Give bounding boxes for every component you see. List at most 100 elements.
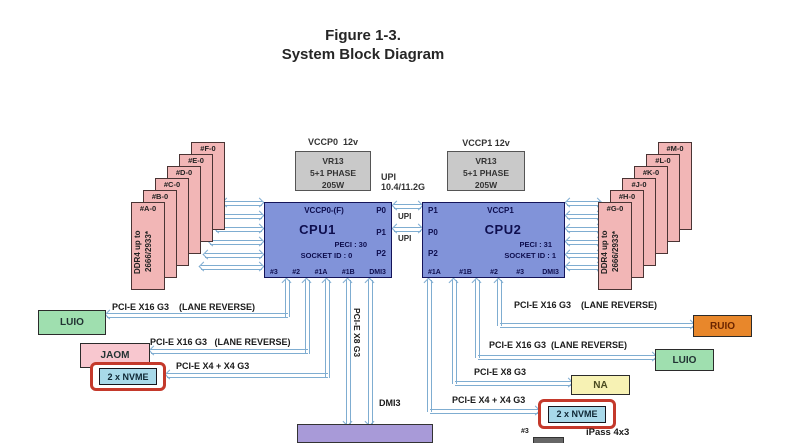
dimm-slot-label: #G-0 xyxy=(606,204,624,213)
mem-bus-right-1 xyxy=(567,201,600,206)
mem-bus-right-4 xyxy=(567,240,600,245)
dimm-slot-label: #J-0 xyxy=(631,180,647,189)
cpu2-link-na-horizontal xyxy=(455,381,571,386)
mem-bus-left-2 xyxy=(220,214,262,219)
cpu2-port: #1A xyxy=(428,269,441,276)
mem-bus-left-5 xyxy=(205,253,262,258)
cpu2-name: CPU2 xyxy=(484,222,522,237)
dmi3-label: DMI3 xyxy=(379,398,401,408)
mem-bus-left-6 xyxy=(201,265,262,270)
cpu1-name: CPU1 xyxy=(299,222,336,237)
cpu1-peci: PECI : 30 xyxy=(334,240,367,249)
cpu2-port: #1B xyxy=(459,269,472,276)
cpu1-link-nvme-vertical xyxy=(325,280,330,378)
vccp0-supply-label: VCCP0 12v xyxy=(307,137,359,147)
cpu2-port-p1: P1 xyxy=(428,206,438,215)
cpu1-port: #1A xyxy=(314,269,328,276)
dimm-slot-label: #L-0 xyxy=(655,156,671,165)
ruio-box: RUIO xyxy=(693,315,752,337)
cpu1-link-luio-horizontal xyxy=(107,313,288,318)
upi-speed: 10.4/11.2G xyxy=(381,182,426,192)
cpu2-peci: PECI : 31 xyxy=(519,240,552,249)
upi-link-2-label: UPI xyxy=(397,234,413,243)
dimm-slot-label: #K-0 xyxy=(642,168,660,177)
cpu1-port-p0: P0 xyxy=(376,206,386,215)
nvme-right-highlight: 2 x NVME xyxy=(538,399,616,429)
cpu2-link-nvme-horizontal xyxy=(430,409,538,414)
nvme-left-highlight: 2 x NVME xyxy=(90,362,166,391)
cpu2-link-na-vertical xyxy=(452,280,457,384)
ddr4-speed-label: DDR4 up to 2666/2933* xyxy=(599,217,631,287)
vr-phase: 5+1 PHASE xyxy=(309,168,357,178)
cpu1-socket-id: SOCKET ID : 0 xyxy=(300,251,353,260)
nvme-right-box: 2 x NVME xyxy=(548,405,606,423)
pcie-label-nvme-left: PCI-E X4 + X4 G3 xyxy=(176,361,250,371)
luio-right-box: LUIO xyxy=(655,349,714,371)
cpu2-link-luio-horizontal xyxy=(478,355,655,360)
dimm-slot-label: #F-0 xyxy=(200,144,216,153)
dimm-slot-label: #D-0 xyxy=(175,168,193,177)
cpu2-port: #2 xyxy=(490,269,498,276)
cpu1-link-nvme-horizontal xyxy=(167,373,328,378)
cpu2-vccp-label: VCCP1 xyxy=(487,206,514,215)
figure-number: Figure 1-3. xyxy=(325,27,401,44)
cpu2-port: #3 xyxy=(516,269,524,276)
ddr4-speed-label: DDR4 up to 2666/2933* xyxy=(132,217,164,287)
pcie-label-na: PCI-E X8 G3 xyxy=(474,367,527,377)
upi-link-1 xyxy=(394,204,421,209)
dimm-card-front-left: #A-0 DDR4 up to 2666/2933* xyxy=(131,202,165,290)
cpu1-link-pcie-x8-vertical xyxy=(346,280,351,424)
vr-name: VR13 xyxy=(322,156,344,166)
cpu1-port: DMI3 xyxy=(369,269,386,276)
cpu2-port: DMI3 xyxy=(542,269,559,276)
nvme-left-box: 2 x NVME xyxy=(99,368,157,385)
mem-bus-right-2 xyxy=(567,214,600,219)
cpu1-port: #3 xyxy=(270,269,278,276)
cpu2-bottom-ports: #1A #1B #2 #3 DMI3 xyxy=(428,269,559,276)
vr-watts: 205W xyxy=(474,180,498,190)
mem-bus-left-4 xyxy=(210,240,262,245)
ddr4-speed: 2666/2933* xyxy=(611,231,620,273)
cpu1-link-dmi3-vertical xyxy=(368,280,373,424)
cpu2-link-ruio-horizontal xyxy=(500,323,693,328)
mem-bus-right-3 xyxy=(567,227,600,232)
cpu1-port: #2 xyxy=(292,269,301,276)
ipass-label: iPass 4x3 xyxy=(586,427,630,438)
cpu1-box: VCCP0-(F) P0 CPU1 P1 PECI : 30 SOCKET ID… xyxy=(264,202,392,278)
pcie-label-ruio: PCI-E X16 G3 (LANE REVERSE) xyxy=(514,300,658,310)
cpu1-link-jaom-horizontal xyxy=(151,349,308,354)
figure-title: Figure 1-3. System Block Diagram xyxy=(163,26,563,64)
pcie-x8-vertical-label: PCI-E X8 G3 xyxy=(352,308,362,358)
upi-speed-label: UPI 10.4/11.2G xyxy=(381,172,425,192)
mem-bus-right-5 xyxy=(567,253,600,258)
dimm-slot-label: #E-0 xyxy=(188,156,204,165)
mem-bus-left-3 xyxy=(216,227,262,232)
upi-name: UPI xyxy=(381,172,397,182)
ddr4-speed: 2666/2933* xyxy=(144,231,153,273)
pcie-label-jaom: PCI-E X16 G3 (LANE REVERSE) xyxy=(150,337,291,347)
dimm-slot-label: #M-0 xyxy=(666,144,684,153)
vr-name: VR13 xyxy=(475,156,497,166)
luio-left-box: LUIO xyxy=(38,310,106,335)
cpu1-port-p1: P1 xyxy=(376,228,386,237)
dimm-slot-label: #A-0 xyxy=(139,204,157,213)
cpu1-bottom-ports: #3 #2 #1A #1B DMI3 xyxy=(270,269,386,276)
cpu2-box: P1 VCCP1 CPU2 P0 PECI : 31 P2 SOCKET ID … xyxy=(422,202,565,278)
cpu1-link-jaom-vertical xyxy=(305,280,310,354)
mem-bus-right-6 xyxy=(567,265,600,270)
cpu2-link-ruio-vertical xyxy=(497,280,502,326)
cpu2-link-luio-vertical xyxy=(475,280,480,358)
pch-box xyxy=(297,424,433,443)
cpu2-link-nvme-vertical xyxy=(427,280,432,412)
na-box: NA xyxy=(571,375,630,395)
pcie-label-luio-left: PCI-E X16 G3 (LANE REVERSE) xyxy=(112,302,256,312)
upi-link-2 xyxy=(394,227,421,232)
vr-phase: 5+1 PHASE xyxy=(462,168,510,178)
ipass-port-label: #3 xyxy=(521,428,529,435)
cpu2-socket-id: SOCKET ID : 1 xyxy=(504,251,556,260)
cpu1-vccp-label: VCCP0-(F) xyxy=(304,206,344,215)
cpu1-port-p2: P2 xyxy=(376,249,386,258)
dimm-slot-label: #C-0 xyxy=(163,180,181,189)
dimm-slot-label: #H-0 xyxy=(618,192,636,201)
